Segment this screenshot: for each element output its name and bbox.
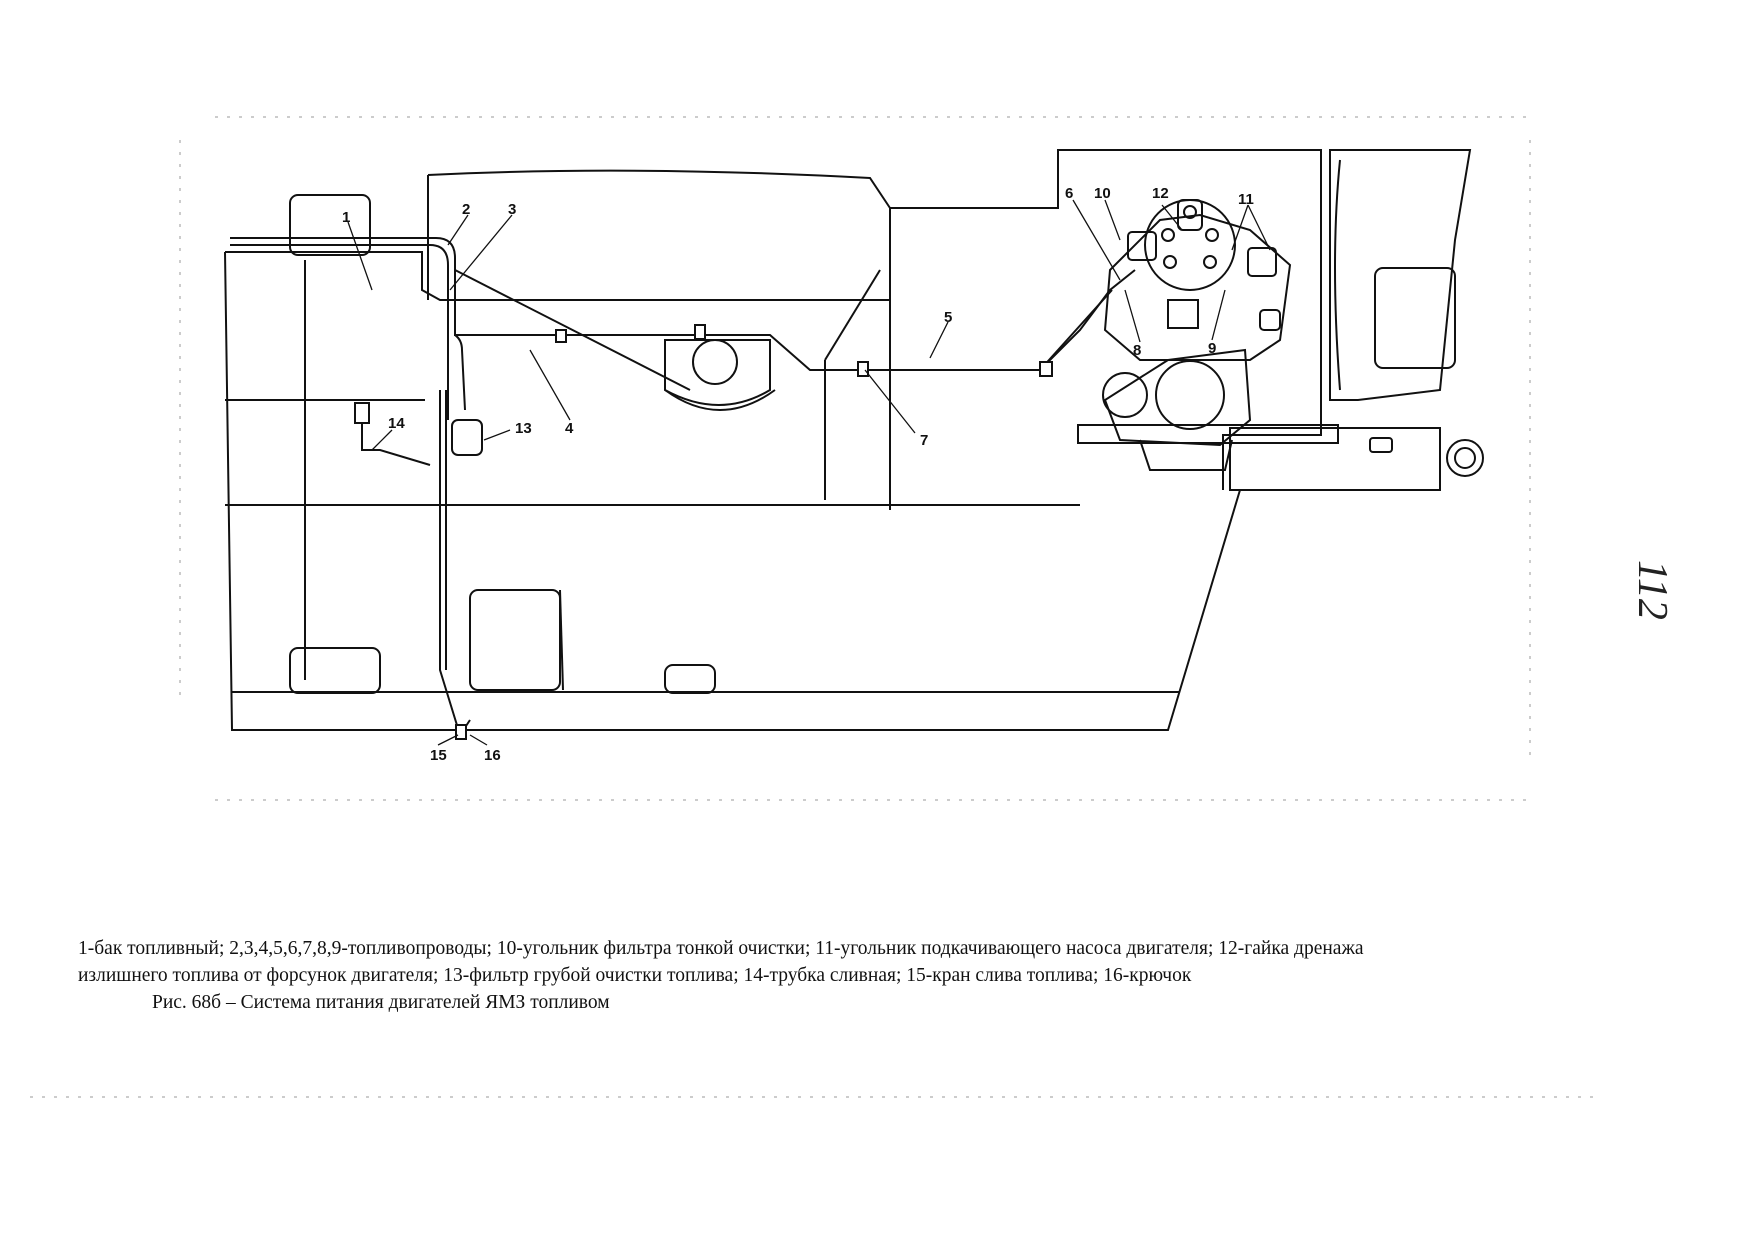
callout-4: 4: [565, 420, 574, 437]
callout-6: 6: [1065, 185, 1073, 202]
callout-labels: 1 2 3 4 5 6 7 8 9 10 11 12 13 14 15 16: [342, 185, 1254, 764]
engine-assembly: [1102, 199, 1292, 471]
fitting: [857, 361, 869, 377]
callout-5: 5: [944, 309, 952, 326]
scan-border: [30, 116, 1600, 1098]
callout-2: 2: [462, 201, 470, 218]
coarse-filter: [451, 419, 483, 456]
drain-tube-fitting: [354, 402, 370, 424]
figure-title: Рис. 68б – Система питания двигателей ЯМ…: [152, 992, 610, 1013]
callout-16: 16: [484, 747, 501, 764]
drain-valve: [455, 724, 467, 740]
vehicle-hull: [224, 149, 1484, 731]
callout-11: 11: [1238, 191, 1254, 208]
callout-13: 13: [515, 420, 532, 437]
figure-caption: 1-бак топливный; 2,3,4,5,6,7,8,9-топливо…: [78, 935, 1678, 1016]
sprocket: [664, 339, 776, 411]
callout-7: 7: [920, 432, 928, 449]
callout-9: 9: [1208, 340, 1216, 357]
fuel-lines: [230, 237, 1136, 738]
callout-3: 3: [508, 201, 516, 218]
filters: [354, 324, 1053, 740]
legend-line-2: излишнего топлива от форсунок двигателя;…: [78, 965, 1192, 986]
legend-line-1: 1-бак топливный; 2,3,4,5,6,7,8,9-топливо…: [78, 938, 1364, 959]
fitting: [1039, 361, 1053, 377]
fitting: [555, 329, 567, 343]
callout-14: 14: [388, 415, 405, 432]
callout-12: 12: [1152, 185, 1169, 202]
leader-lines: [347, 199, 1271, 746]
callout-8: 8: [1133, 342, 1141, 359]
callout-10: 10: [1094, 185, 1111, 202]
page-number: 112: [1629, 560, 1675, 620]
fitting: [694, 324, 706, 340]
callout-15: 15: [430, 747, 447, 764]
callout-1: 1: [342, 209, 350, 226]
